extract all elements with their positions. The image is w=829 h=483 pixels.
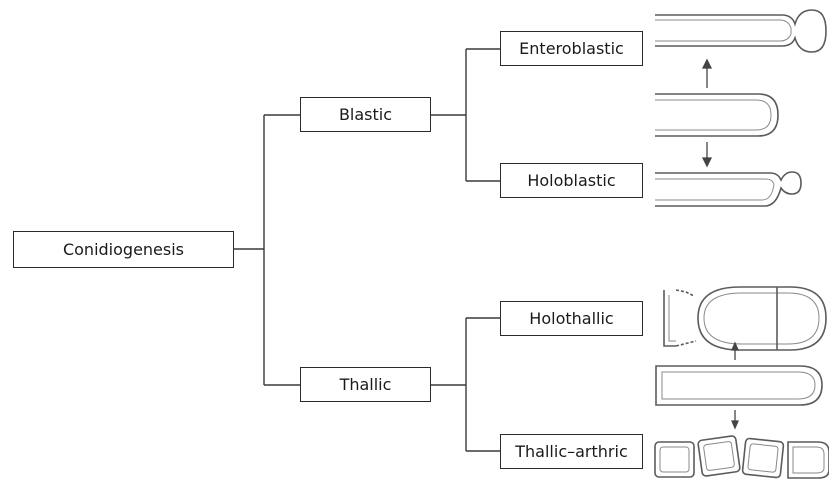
arrow-down-icon (701, 142, 713, 168)
holothallic-cell-illustration (663, 286, 827, 351)
node-enteroblastic: Enteroblastic (500, 31, 643, 66)
arrow-up-icon (701, 58, 713, 88)
thallic-hypha-illustration (655, 365, 823, 406)
node-thallic: Thallic (300, 367, 431, 402)
node-thallic-arthric: Thallic–arthric (500, 434, 643, 469)
holoblastic-cell-illustration (655, 171, 802, 207)
hypha-tip-illustration (655, 93, 779, 137)
arrow-down-icon (731, 410, 739, 430)
arrow-up-icon (731, 341, 739, 360)
node-blastic: Blastic (300, 97, 431, 132)
tree-connectors (234, 48, 500, 452)
arthroconidia-illustration (654, 435, 829, 479)
enteroblastic-cell-illustration (655, 9, 827, 53)
node-conidiogenesis: Conidiogenesis (13, 231, 234, 268)
node-holoblastic: Holoblastic (500, 163, 643, 198)
node-holothallic: Holothallic (500, 301, 643, 336)
